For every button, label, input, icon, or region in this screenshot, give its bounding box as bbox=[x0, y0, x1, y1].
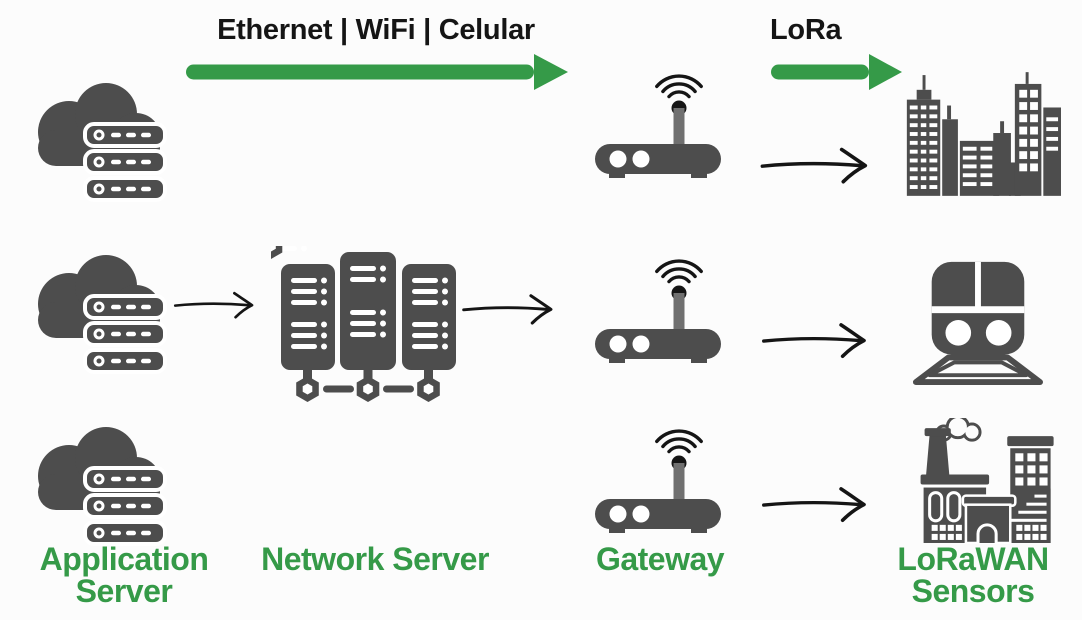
arrow-cloud-to-network-server-icon bbox=[172, 284, 260, 324]
lora-label: LoRa bbox=[770, 14, 842, 46]
factory-icon bbox=[895, 418, 1057, 545]
train-icon bbox=[903, 257, 1051, 387]
wifi-router-icon bbox=[593, 58, 725, 178]
lora-green-arrow-icon bbox=[769, 53, 902, 91]
city-buildings-icon bbox=[899, 70, 1061, 198]
cloud-server-icon bbox=[33, 246, 169, 376]
wifi-router-icon bbox=[593, 413, 725, 533]
lorawan-sensors-label: LoRaWAN Sensors bbox=[897, 541, 1049, 609]
arrow-gateway-to-city-icon bbox=[758, 140, 876, 188]
uplink-technologies-label: Ethernet | WiFi | Celular bbox=[217, 14, 535, 46]
arrow-gateway-to-train-icon bbox=[758, 316, 876, 362]
cloud-server-icon bbox=[33, 74, 169, 204]
uplink-green-arrow-icon bbox=[184, 53, 569, 91]
arrow-gateway-to-factory-icon bbox=[758, 480, 876, 526]
cloud-server-icon bbox=[33, 418, 169, 548]
server-rack-icon bbox=[271, 246, 463, 402]
network-server-label: Network Server bbox=[261, 541, 489, 577]
wifi-router-icon bbox=[593, 243, 725, 363]
application-server-label: Application Server bbox=[39, 541, 209, 609]
arrow-network-server-to-gateway-icon bbox=[460, 286, 560, 330]
gateway-label: Gateway bbox=[595, 541, 725, 577]
